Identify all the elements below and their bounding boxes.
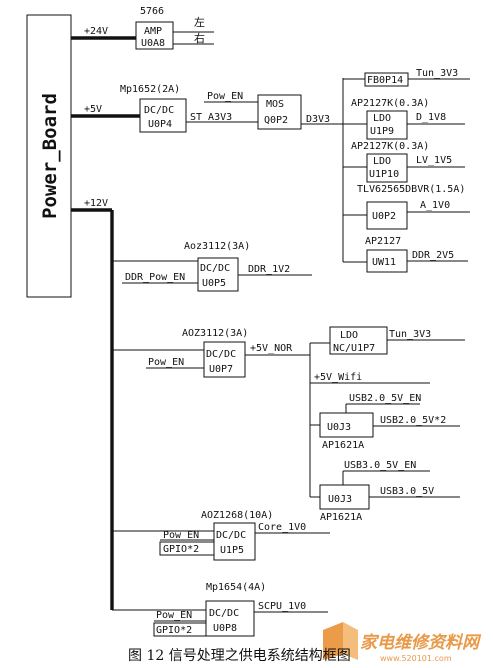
usb2-u0j3-ref: U0J3 [327,422,351,433]
uw11-ref: UW11 [372,257,396,268]
u0p8-block [205,600,255,637]
watermark-logo-icon [323,622,358,660]
rail-24v-label: +24V [84,26,108,37]
power-board-label: Power_Board [39,93,61,219]
u1p5-en-label: Pow_EN [163,530,199,541]
u0p7-block [203,341,246,378]
uw11-part: AP2127 [365,236,401,247]
u0p5-out-label: DDR_1V2 [248,264,290,275]
pow-en-1-label: Pow_EN [207,91,243,102]
u0p8-ref: U0P8 [213,623,237,634]
u0p5-ref: U0P5 [202,278,226,289]
rail-12v-label: +12V [84,198,108,209]
dcdc-u0p4-block [139,98,187,133]
usb3-part-label: AP1621A [320,512,362,523]
amp-block [135,21,174,50]
usb2-out-label: USB2.0_5V*2 [380,415,446,426]
ldo-u1p9-name: LDO [373,113,391,124]
u0p8-name: DC/DC [209,608,239,619]
ldo-u1p10-ref: U1P10 [369,169,399,180]
u0p5-block [197,257,239,292]
u0p8-gpio-box [153,622,207,637]
u0p7-name: DC/DC [206,349,236,360]
u1p5-part: AOZ1268(10A) [201,510,273,521]
u0p7-ref: U0P7 [209,364,233,375]
u0p5-part: Aoz3112(3A) [184,241,250,252]
u0p7-en-label: Pow_EN [148,357,184,368]
usb2-u0j3-block [319,412,374,438]
ldo-nc-block [329,326,388,355]
ldo-nc-out-label: Tun_3V3 [389,329,431,340]
ldo-u1p9-out-label: D_1V8 [416,112,446,123]
u0p2-out-label: A_1V0 [420,200,450,211]
fb-out-label: Tun_3V3 [416,68,458,79]
d3v3-label: D3V3 [306,114,330,125]
u0p8-out-label: SCPU_1V0 [258,601,306,612]
usb2-part-label: AP1621A [322,440,364,451]
u1p5-block [213,522,256,561]
wifi-label: +5V_Wifi [314,372,362,383]
u0p5-name: DC/DC [200,263,230,274]
ldo-u1p10-out-label: LV_1V5 [416,155,452,166]
uw11-out-label: DDR_2V5 [412,250,454,261]
u1p5-ref: U1P5 [220,545,244,556]
u1p5-gpio-label: GPIO*2 [163,544,199,555]
ldo-nc-ref: NC/U1P7 [333,343,375,354]
u0p2-block [366,201,408,230]
ldo-u1p9-block [366,110,408,140]
amp-out-right-label: 右 [194,31,205,45]
usb2-en-label: USB2.0_5V_EN [349,393,421,404]
usb3-u0j3-block [319,484,370,510]
u0p8-en-label: Pow_EN [156,610,192,621]
amp-ref: U0A8 [141,38,165,49]
st-a3v3-label: ST_A3V3 [190,112,232,123]
u0p8-part: Mp1654(4A) [206,582,266,593]
u0p2-ref: U0P2 [372,211,396,222]
dcdc-u0p4-part: Mp1652(2A) [120,84,180,95]
ldo-u1p9-part: AP2127K(0.3A) [351,98,429,109]
dcdc-u0p4-name: DC/DC [144,105,174,116]
u0p8-gpio-label: GPIO*2 [156,625,192,636]
ldo-u1p10-part: AP2127K(0.3A) [351,141,429,152]
ldo-nc-name: LDO [340,330,358,341]
mos-q0p2-block [257,94,302,130]
watermark-text: 家电维修资料网 [360,633,482,653]
ldo-u1p9-ref: U1P9 [370,126,394,137]
fb0p14-ref: FB0P14 [367,75,403,86]
dcdc-u0p4-ref: U0P4 [148,119,172,130]
amp-out-left-label: 左 [194,16,205,29]
mos-q0p2-name: MOS [266,99,284,110]
ldo-u1p10-name: LDO [373,156,391,167]
rail-5v-label: +5V [84,104,102,115]
amp-name: AMP [144,26,162,37]
power-board-block [26,14,72,298]
figure-caption: 图 12 信号处理之供电系统结构框图 [128,648,351,664]
mos-q0p2-ref: Q0P2 [264,115,288,126]
u1p5-gpio-box [159,541,215,556]
ldo-u1p10-block [366,153,408,183]
amp-part-label: 5766 [140,6,164,17]
usb3-u0j3-ref: U0J3 [328,494,352,505]
usb3-en-label: USB3.0_5V_EN [344,460,416,471]
u0p7-part: AOZ3112(3A) [182,328,248,339]
u1p5-out-label: Core_1V0 [258,522,306,533]
watermark-url: www.520101.com [380,654,452,663]
u0p5-en-label: DDR_Pow_EN [125,272,185,283]
5v-nor-label: +5V_NOR [250,343,293,354]
u1p5-name: DC/DC [216,530,246,541]
u0p2-part: TLV62565DBVR(1.5A) [357,184,465,195]
usb3-out-label: USB3.0_5V [380,486,434,497]
